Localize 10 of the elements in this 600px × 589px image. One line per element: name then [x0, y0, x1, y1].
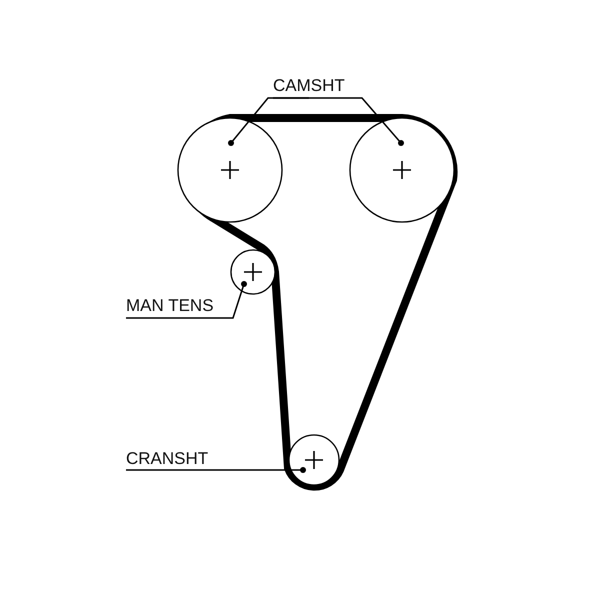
- leader-line: [273, 97, 404, 146]
- leader-line: [126, 467, 306, 473]
- part-label: CAMSHT: [273, 76, 345, 96]
- part-label: CRANSHT: [126, 449, 208, 469]
- leader-line: [126, 281, 247, 319]
- pulley-circle: [288, 434, 340, 486]
- pulley-circle: [177, 117, 283, 223]
- pulley-circle: [349, 117, 455, 223]
- part-label: MAN TENS: [126, 296, 214, 316]
- pulley-circle: [230, 249, 276, 295]
